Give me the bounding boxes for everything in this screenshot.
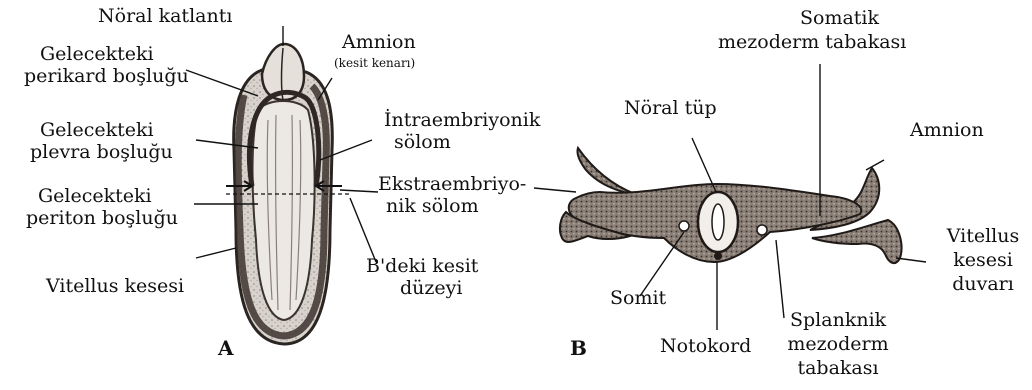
- label-somatic-line1: Somatik: [800, 8, 879, 29]
- panel-b-letter: B: [570, 338, 587, 359]
- neural-canal: [712, 204, 724, 240]
- label-notochord: Notokord: [660, 336, 751, 357]
- notochord: [714, 252, 722, 260]
- label-intraembryonic-line2: sölom: [394, 132, 451, 153]
- label-amnion-b: Amnion: [910, 120, 984, 141]
- label-pleural-line1: Gelecekteki: [40, 120, 154, 141]
- label-amnion-a: Amnion: [342, 32, 416, 53]
- label-pericardial-line1: Gelecekteki: [40, 44, 154, 65]
- embryo-dorsal-view: [226, 44, 350, 344]
- label-yolk-wall-line3: duvarı: [940, 274, 1026, 295]
- label-pleural-line2: plevra boşluğu: [30, 142, 173, 163]
- somite-right: [757, 225, 767, 235]
- label-splanchnic-line1: Splanknik: [790, 310, 886, 331]
- label-extraembryonic-line1: Ekstraembriyo-: [378, 174, 526, 195]
- label-yolk-wall-line1: Vitellus: [940, 226, 1026, 247]
- label-yolk-wall-line2: kesesi: [940, 250, 1026, 271]
- label-somatic-line2: mezoderm tabakası: [718, 32, 906, 53]
- label-extraembryonic-line2: nik sölom: [386, 196, 479, 217]
- label-neural-tube: Nöral tüp: [624, 98, 717, 119]
- label-pericardial-line2: perikard boşluğu: [24, 66, 189, 87]
- label-somite: Somit: [610, 288, 666, 309]
- somatic-layer-left: [577, 148, 640, 196]
- label-section-level-line1: B'deki kesit: [366, 256, 478, 277]
- label-splanchnic-line2: mezoderm: [786, 334, 890, 355]
- label-section-level-line2: düzeyi: [400, 278, 462, 299]
- label-yolk-sac: Vitellus kesesi: [46, 276, 184, 297]
- label-peritoneal-line2: periton boşluğu: [26, 208, 178, 229]
- panel-a-letter: A: [218, 338, 234, 359]
- label-splanchnic-line3: tabakası: [794, 358, 882, 379]
- label-intraembryonic-line1: İntraembriyonik: [384, 110, 540, 131]
- transverse-section: [560, 148, 902, 263]
- label-neural-fold: Nöral katlantı: [98, 6, 232, 27]
- label-amnion-note: (kesit kenarı): [334, 56, 415, 70]
- label-peritoneal-line1: Gelecekteki: [38, 186, 152, 207]
- embryonic-plate: [253, 101, 315, 320]
- somite-left: [679, 221, 689, 231]
